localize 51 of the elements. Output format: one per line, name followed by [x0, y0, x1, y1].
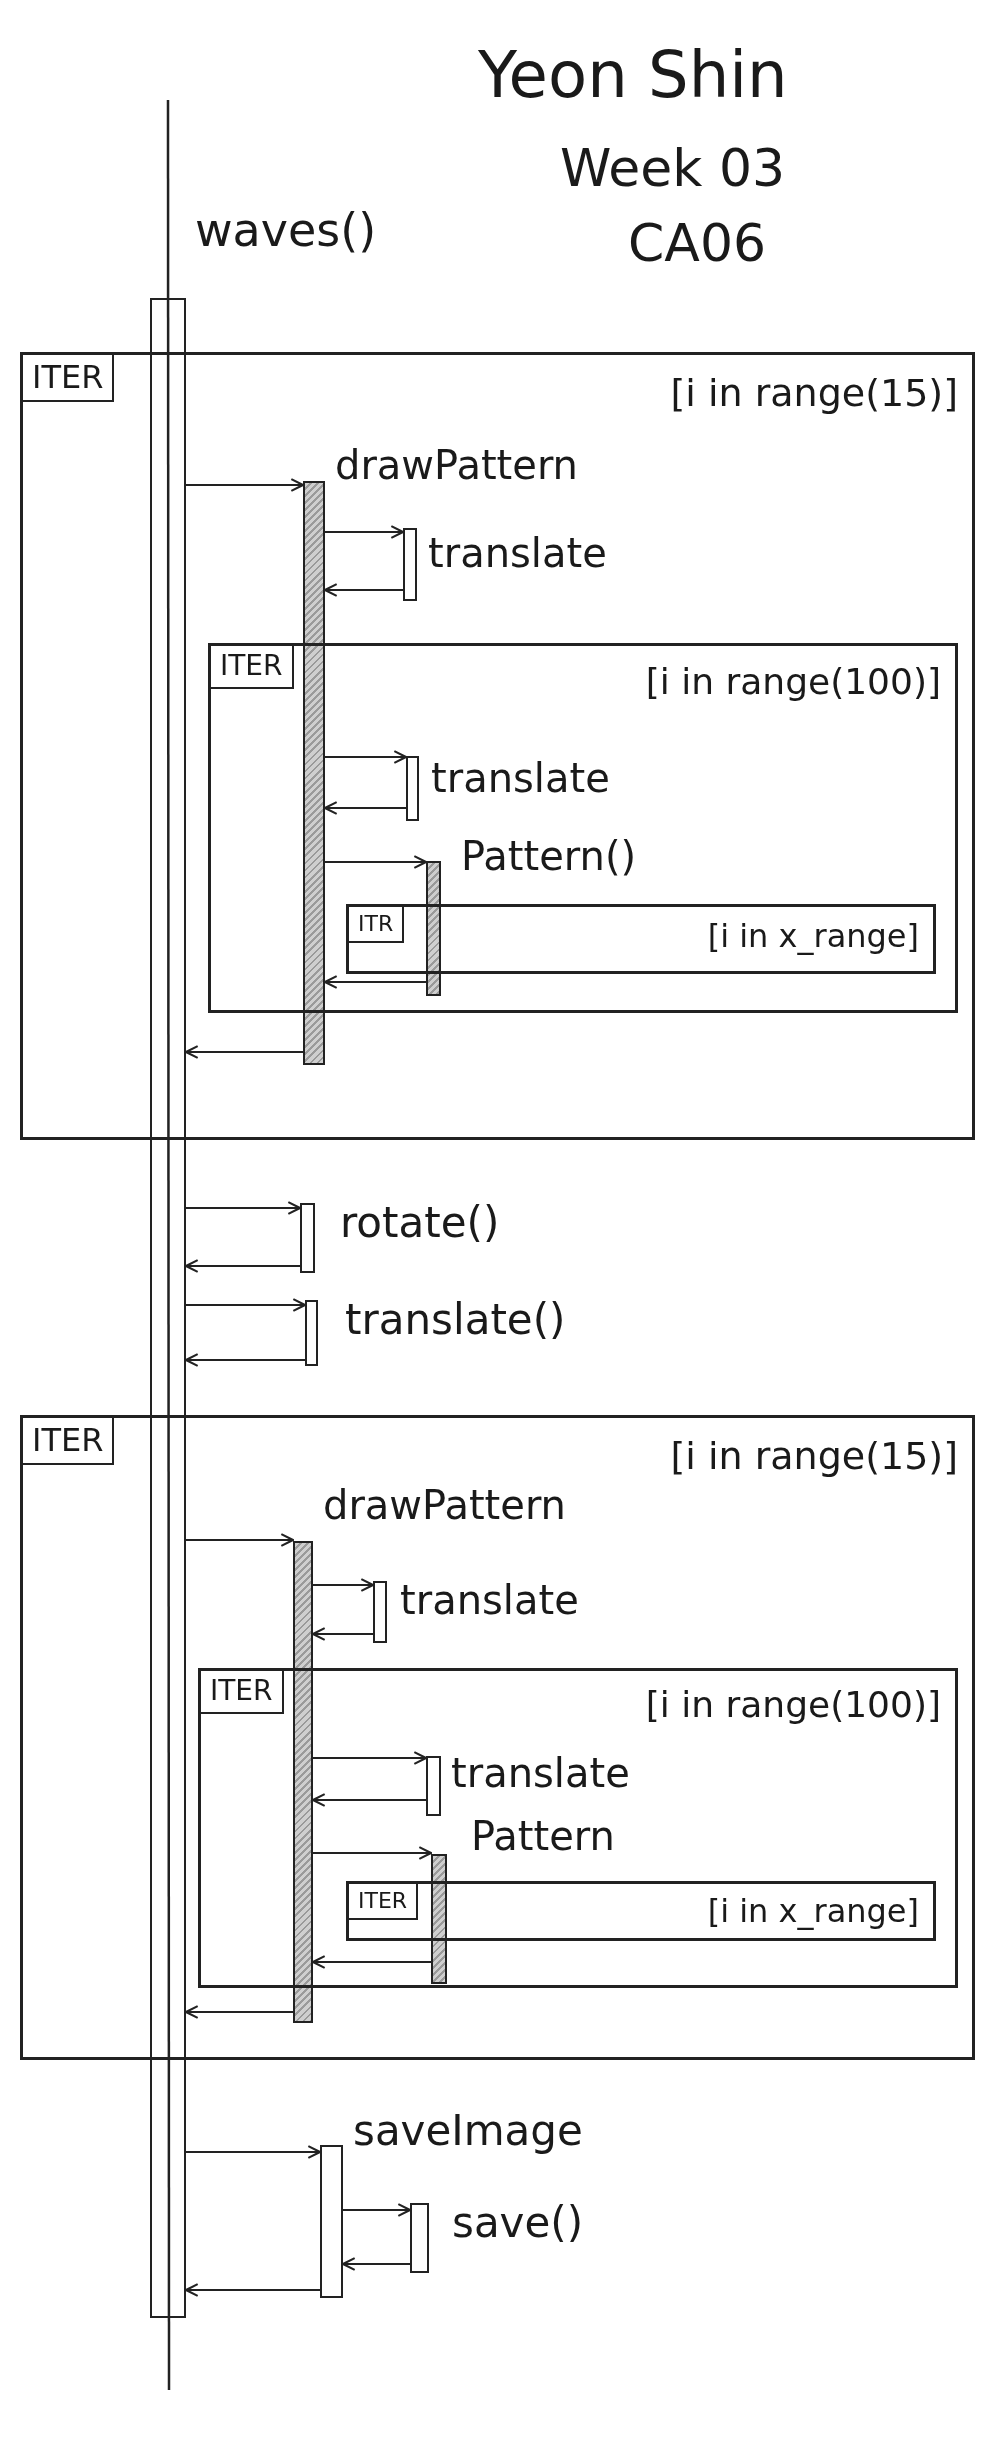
- message-arrow: [313, 1578, 375, 1592]
- message-arrow: [325, 750, 408, 764]
- operator-tag: ITER: [211, 646, 294, 689]
- method-label: Pattern(): [461, 834, 637, 878]
- method-label: save(): [452, 2200, 584, 2247]
- return-arrow: [184, 1045, 303, 1059]
- message-arrow: [186, 1533, 295, 1547]
- guard-condition: [i in x_range]: [707, 919, 919, 955]
- guard-condition: [i in x_range]: [707, 1894, 919, 1930]
- loop-frame: [198, 1668, 958, 1988]
- loop-frame: [20, 1415, 975, 2060]
- guard-condition: [i in range(100)]: [645, 1685, 941, 1725]
- method-label: translate(): [345, 1297, 566, 1344]
- loop-frame: [346, 1881, 936, 1941]
- operator-tag: ITER: [201, 1671, 284, 1714]
- message-arrow: [325, 525, 405, 539]
- assignment-code: CA06: [628, 215, 767, 273]
- message-arrow: [186, 1298, 307, 1312]
- message-arrow: [313, 1846, 433, 1860]
- message-arrow: [325, 855, 428, 869]
- method-label: translate: [428, 531, 607, 575]
- message-arrow: [186, 2145, 322, 2159]
- guard-condition: [i in range(15)]: [670, 1436, 958, 1478]
- guard-condition: [i in range(100)]: [645, 662, 941, 702]
- method-label: drawPattern: [323, 1483, 566, 1527]
- operator-tag: ITER: [23, 355, 115, 403]
- message-arrow: [343, 2203, 412, 2217]
- loop-frame: [208, 643, 958, 1013]
- loop-frame: [346, 904, 936, 974]
- method-label: Pattern: [471, 1814, 615, 1858]
- operator-tag: ITER: [349, 1884, 419, 1921]
- guard-condition: [i in range(15)]: [670, 373, 958, 415]
- return-arrow: [184, 2005, 293, 2019]
- return-arrow: [184, 1259, 300, 1273]
- method-label: rotate(): [340, 1200, 500, 1247]
- method-label: waves(): [195, 205, 377, 256]
- return-arrow: [184, 1353, 305, 1367]
- message-arrow: [313, 1751, 428, 1765]
- method-label: saveImage: [353, 2108, 583, 2155]
- method-label: translate: [400, 1578, 579, 1622]
- operator-tag: ITR: [349, 907, 405, 944]
- week-label: Week 03: [560, 140, 786, 198]
- message-arrow: [186, 478, 305, 492]
- author-name: Yeon Shin: [478, 40, 788, 111]
- method-label: translate: [431, 756, 610, 800]
- operator-tag: ITER: [23, 1418, 115, 1466]
- method-label: translate: [451, 1751, 630, 1795]
- loop-frame: [20, 352, 975, 1140]
- message-arrow: [186, 1201, 302, 1215]
- return-arrow: [184, 2283, 320, 2297]
- method-label: drawPattern: [335, 443, 578, 487]
